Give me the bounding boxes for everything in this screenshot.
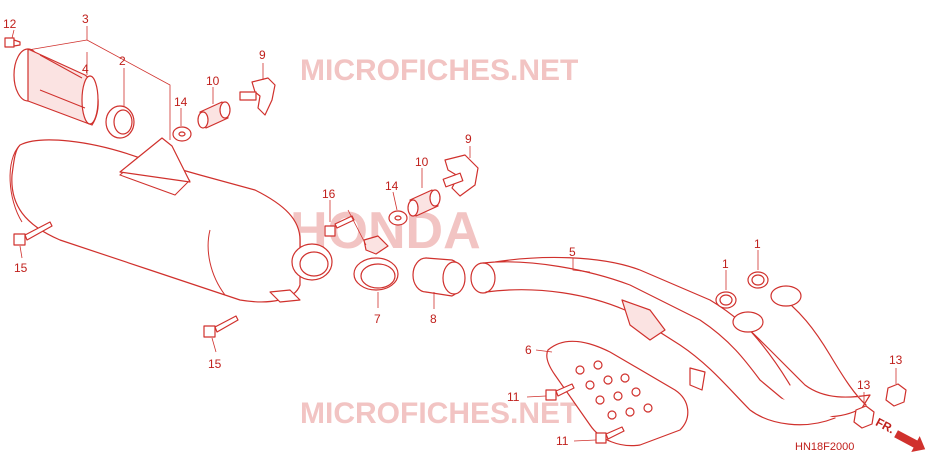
callout-12: 12 <box>3 17 17 31</box>
front-arrow-icon: FR. <box>873 415 926 453</box>
callout-7: 7 <box>374 312 381 326</box>
nut-13a <box>885 383 907 407</box>
callout-10-upper: 10 <box>206 74 220 88</box>
callout-15-upper: 15 <box>14 261 28 275</box>
callout-14-upper: 14 <box>174 95 188 109</box>
watermark-top: MICROFICHES.NET <box>300 54 578 87</box>
gasket-2 <box>105 105 135 139</box>
callout-5: 5 <box>569 245 576 259</box>
callout-4: 4 <box>82 62 89 76</box>
mount-set-center <box>324 154 479 237</box>
muffler-inlet <box>291 243 333 281</box>
callout-11-upper: 11 <box>507 390 520 404</box>
nut-13b <box>853 405 875 429</box>
callout-2: 2 <box>119 54 126 68</box>
muffler <box>9 137 301 303</box>
callout-9-upper: 9 <box>259 48 266 62</box>
callout-9-center: 9 <box>465 132 472 146</box>
spark-arrester <box>13 48 99 126</box>
callout-10-center: 10 <box>415 155 429 169</box>
callout-1-right: 1 <box>754 237 761 251</box>
gasket-1a <box>715 291 737 309</box>
gasket-1b <box>747 271 769 289</box>
callout-1-left: 1 <box>722 257 729 271</box>
callout-6: 6 <box>525 343 532 357</box>
callout-8: 8 <box>430 312 437 326</box>
mount-set-upper-left <box>172 77 276 142</box>
front-label: FR. <box>873 415 897 436</box>
bolt-15-lower <box>203 315 239 338</box>
sleeve-8 <box>412 257 466 297</box>
watermark-bottom: MICROFICHES.NET <box>300 397 578 430</box>
callout-11-lower: 11 <box>556 434 569 448</box>
callout-15-lower: 15 <box>208 357 222 371</box>
callout-16: 16 <box>322 187 336 201</box>
callout-14-center: 14 <box>385 179 399 193</box>
exhaust-pipe <box>470 256 871 426</box>
callout-3: 3 <box>82 12 89 26</box>
bolt-12 <box>4 37 21 48</box>
bolt-11-upper <box>545 383 575 401</box>
bolt-11-lower <box>595 426 625 444</box>
heat-shield <box>546 340 689 447</box>
leader-lines <box>11 26 897 442</box>
bolt-15-upper <box>13 221 53 246</box>
callout-13-left: 13 <box>857 378 871 392</box>
clamp-7 <box>353 235 399 291</box>
callout-13-right: 13 <box>889 353 903 367</box>
diagram-code: HN18F2000 <box>795 441 854 453</box>
